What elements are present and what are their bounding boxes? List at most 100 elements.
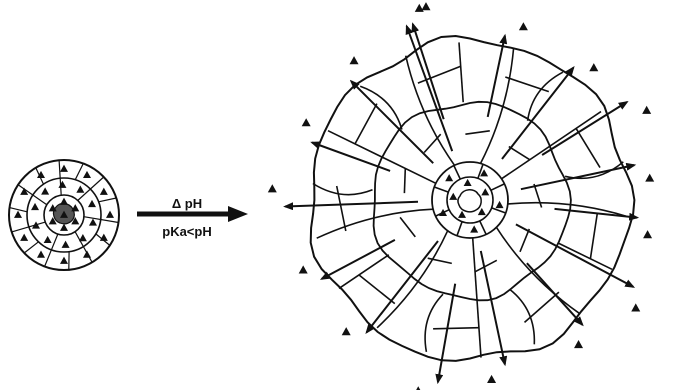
payload-triangle-icon	[100, 234, 108, 241]
payload-triangle-icon	[20, 234, 28, 241]
network-crosslink	[424, 134, 441, 152]
network-strand	[528, 72, 563, 121]
network-crosslink	[433, 328, 479, 329]
network-crosslink	[359, 275, 395, 304]
released-payload-triangle-icon	[643, 230, 652, 238]
network-strand	[491, 184, 505, 190]
released-payload-triangle-icon	[414, 386, 423, 390]
payload-triangle-icon	[464, 179, 472, 186]
network-strand	[496, 227, 579, 313]
network-crosslink	[525, 292, 559, 322]
released-payload-triangle-icon	[642, 106, 651, 114]
network-strand	[434, 187, 448, 192]
released-payload-triangle-icon	[302, 118, 311, 126]
release-arrow-icon	[555, 209, 638, 218]
collapsed-particle	[9, 160, 119, 270]
network-strand	[459, 42, 463, 102]
swollen-particle	[268, 2, 654, 390]
released-payload-triangle-icon	[574, 340, 583, 348]
payload-triangle-icon	[31, 203, 39, 210]
payload-triangle-icon	[60, 224, 68, 231]
reaction-arrow-bottom-label: pKa<pH	[162, 224, 211, 239]
payload-triangle-icon	[58, 181, 66, 188]
payload-triangle-icon	[449, 193, 457, 200]
reaction-arrow-head	[228, 206, 248, 222]
network-strand	[457, 222, 462, 236]
payload-triangle-icon	[60, 198, 68, 205]
payload-triangle-icon	[60, 165, 68, 172]
network-strand	[492, 208, 506, 213]
payload-triangle-icon	[496, 201, 504, 208]
payload-triangle-icon	[41, 187, 49, 194]
release-arrow-icon	[351, 81, 433, 163]
network-crosslink	[465, 131, 489, 134]
network-strand	[454, 166, 460, 180]
released-payload-triangle-icon	[645, 174, 654, 182]
released-payload-triangle-icon	[487, 375, 496, 383]
network-strand	[339, 255, 389, 289]
released-payload-triangle-icon	[268, 184, 277, 192]
released-payload-triangle-icon	[299, 265, 308, 273]
reaction-arrow-top-label: Δ pH	[172, 196, 202, 211]
network-strand	[377, 231, 448, 328]
network-strand	[10, 208, 28, 212]
payload-triangle-icon	[76, 186, 84, 193]
network-strand	[558, 243, 612, 269]
released-payload-triangle-icon	[589, 63, 598, 71]
payload-triangle-icon	[44, 236, 52, 243]
payload-triangle-icon	[14, 211, 22, 218]
released-payload-triangle-icon	[519, 22, 528, 30]
payload-triangle-icon	[60, 257, 68, 264]
payload-triangle-icon	[83, 251, 91, 258]
network-crosslink	[404, 168, 405, 193]
released-payload-triangle-icon	[631, 303, 640, 311]
release-arrow-icon	[438, 284, 455, 383]
network-crosslink	[400, 217, 415, 237]
network-strand	[75, 164, 83, 180]
network-crosslink	[509, 147, 530, 160]
payload-triangle-icon	[106, 211, 114, 218]
released-payload-triangle-icon	[342, 327, 351, 335]
payload-triangle-icon	[470, 225, 478, 232]
network-strand	[99, 198, 117, 202]
payload-triangle-icon	[62, 241, 70, 248]
network-crosslink	[355, 104, 377, 144]
reaction-arrow: Δ pH pKa<pH	[137, 196, 248, 239]
network-crosslink	[590, 213, 597, 258]
release-arrow-icon	[285, 202, 418, 207]
swollen-particle-core	[458, 190, 481, 212]
payload-triangle-icon	[88, 200, 96, 207]
release-arrow-icon	[312, 143, 390, 171]
payload-triangle-icon	[37, 251, 45, 258]
release-arrow-icon	[516, 224, 633, 287]
network-strand	[480, 221, 486, 235]
network-strand	[24, 242, 38, 253]
release-arrow-icon	[407, 26, 453, 151]
payload-triangle-icon	[481, 188, 489, 195]
payload-triangle-icon	[478, 208, 486, 215]
network-crosslink	[520, 229, 529, 252]
network-strand	[425, 294, 443, 352]
payload-triangle-icon	[458, 211, 466, 218]
payload-triangle-icon	[83, 171, 91, 178]
release-arrow-icon	[521, 165, 634, 189]
payload-triangle-icon	[445, 174, 453, 181]
network-strand	[328, 131, 436, 184]
payload-triangle-icon	[79, 234, 87, 241]
payload-triangle-icon	[100, 188, 108, 195]
released-payload-triangle-icon	[350, 56, 359, 64]
network-strand	[313, 184, 373, 195]
release-arrow-icon	[322, 240, 395, 279]
release-arrow-icon	[481, 251, 505, 364]
released-payload-triangle-icon	[415, 4, 424, 12]
network-crosslink	[337, 186, 346, 231]
network-crosslink	[475, 260, 497, 272]
network-strand	[473, 238, 481, 358]
payload-triangle-icon	[439, 209, 447, 216]
network-strand	[481, 48, 514, 163]
release-arrow-icon	[527, 263, 583, 325]
network-crosslink	[576, 128, 600, 167]
released-payload-triangle-icon	[421, 2, 430, 10]
release-arrow-icon	[502, 68, 573, 159]
